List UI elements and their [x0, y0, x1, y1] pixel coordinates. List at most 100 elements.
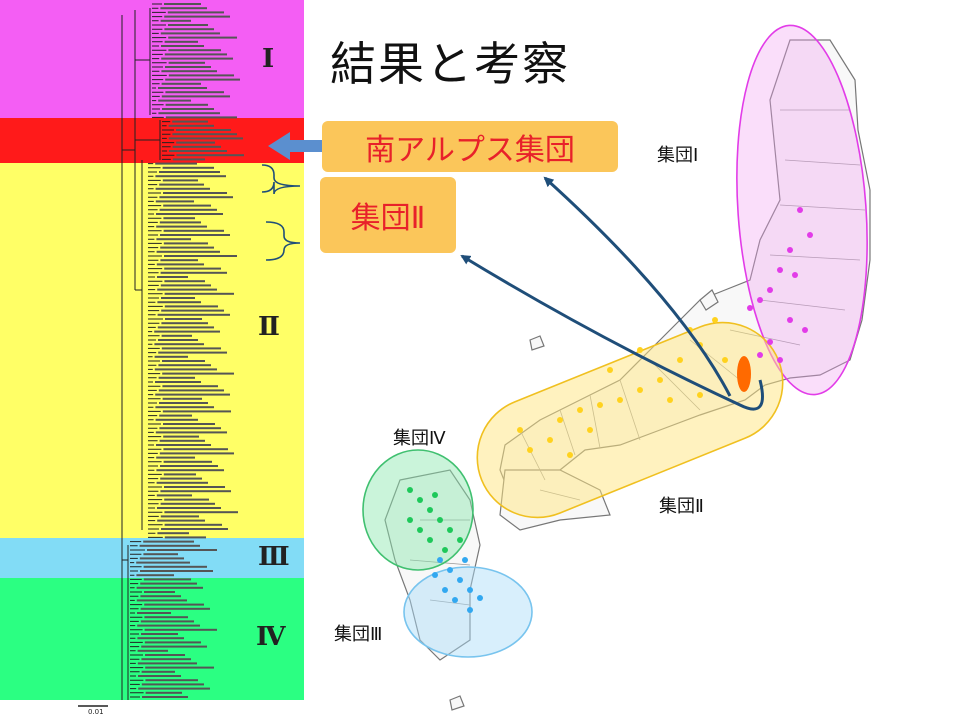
- tree-leaf-label: [154, 355, 188, 358]
- tree-leaf-label: [154, 368, 217, 371]
- sample-dot: [407, 517, 413, 523]
- tree-leaf-label: [138, 675, 181, 677]
- tree-leaf-label: [168, 61, 205, 64]
- tree-leaf-label: [156, 250, 220, 253]
- tree-leaf-label: [155, 393, 230, 396]
- tree-leaf-label: [158, 112, 220, 115]
- callout-southern-alps: 南アルプス集団: [322, 121, 618, 172]
- tree-leaf-label: [164, 511, 238, 514]
- tree-leaf-label: [158, 87, 207, 89]
- tree-leaf-label: [161, 95, 230, 98]
- tree-leaf-label: [140, 607, 210, 610]
- arrow-to-southern-alps: [543, 176, 732, 397]
- sample-dot: [442, 547, 448, 553]
- tree-leaf-label: [164, 305, 218, 308]
- tree-leaf-label: [158, 364, 211, 367]
- tree-leaf-label: [163, 192, 227, 194]
- tree-leaf-label: [136, 561, 190, 564]
- map-label-group-1: 集団Ⅰ: [657, 145, 699, 166]
- tree-label-group-2: Ⅱ: [258, 312, 280, 342]
- tree-leaf-label: [156, 238, 191, 241]
- sample-dot: [547, 437, 553, 443]
- tree-leaf-label: [159, 427, 221, 430]
- sample-dot: [577, 407, 583, 413]
- tree-leaf-labels: [136, 3, 244, 698]
- sample-dot: [427, 537, 433, 543]
- sample-dot: [787, 317, 793, 323]
- tree-leaf-label: [157, 276, 188, 278]
- tree-leaf-label: [155, 162, 197, 165]
- tree-leaf-label: [161, 45, 204, 47]
- tree-leaf-label: [163, 435, 199, 438]
- tree-leaf-label: [162, 108, 214, 110]
- tree-leaf-label: [162, 397, 202, 400]
- tree-leaf-label: [160, 477, 202, 480]
- tree-leaf-label: [156, 225, 207, 228]
- sample-dot: [697, 392, 703, 398]
- sample-dot: [437, 517, 443, 523]
- tree-leaf-label: [168, 36, 237, 39]
- tree-leaf-label: [160, 259, 198, 262]
- tree-leaf-label: [155, 175, 226, 178]
- tree-leaf-label: [156, 469, 224, 472]
- tree-leaf-label: [158, 389, 224, 392]
- pointer-arrow: [268, 132, 330, 160]
- sample-dot: [767, 287, 773, 293]
- arrow-to-group-2: [460, 254, 764, 411]
- tree-leaf-label: [161, 82, 201, 85]
- sample-dot: [457, 577, 463, 583]
- yakushima: [449, 695, 465, 711]
- tree-leaf-label: [143, 553, 178, 556]
- tree-band-group-2: [0, 163, 304, 538]
- tree-leaf-label: [165, 116, 237, 119]
- sample-dot: [597, 402, 603, 408]
- tree-leaf-label: [164, 267, 221, 270]
- tree-leaf-label: [147, 549, 217, 551]
- tree-leaf-label: [155, 418, 198, 421]
- tree-leaf-label: [157, 288, 217, 291]
- tree-leaf-label: [168, 24, 208, 26]
- sample-dot: [792, 272, 798, 278]
- tree-leaf-label: [141, 633, 178, 635]
- sample-dot: [777, 357, 783, 363]
- sample-dot: [802, 327, 808, 333]
- tree-leaf-label: [136, 599, 187, 602]
- tree-leaf-label: [160, 515, 199, 518]
- tree-leaf-label: [168, 137, 243, 140]
- sample-dot: [797, 207, 803, 213]
- tree-leaf-label: [155, 187, 210, 190]
- callout-group-2: 集団Ⅱ: [320, 177, 456, 253]
- tree-leaf-label: [176, 154, 244, 157]
- map-label-group-3: 集団Ⅲ: [334, 624, 383, 645]
- tree-leaf-label: [163, 242, 208, 245]
- tree-leaf-label: [163, 229, 224, 232]
- sample-dot: [467, 607, 473, 613]
- tree-leaf-label: [155, 200, 194, 203]
- tree-leaf-label: [160, 271, 227, 274]
- tree-leaf-label: [159, 208, 217, 211]
- sample-dot: [787, 247, 793, 253]
- sample-dot: [587, 427, 593, 433]
- tree-leaf-label: [162, 372, 234, 375]
- sample-dot: [617, 397, 623, 403]
- tree-leaf-label: [160, 19, 191, 22]
- tree-leaf-label: [136, 586, 203, 589]
- sample-dot: [457, 537, 463, 543]
- tree-leaf-label: [164, 40, 198, 43]
- sample-dot: [637, 387, 643, 393]
- sample-dot: [407, 487, 413, 493]
- tree-leaf-label: [161, 528, 228, 530]
- tree-leaf-label: [160, 7, 207, 10]
- tree-leaf-label: [164, 536, 206, 539]
- tree-leaf-label: [169, 150, 227, 152]
- tree-leaf-label: [141, 658, 191, 661]
- tree-leaf-label: [159, 171, 220, 173]
- tree-trunk: [121, 8, 161, 700]
- bracket-upper: [261, 164, 301, 195]
- tree-leaf-label: [172, 145, 221, 148]
- tree-leaf-label: [156, 456, 195, 459]
- tree-leaf-label: [165, 91, 224, 94]
- tree-leaf-label: [139, 544, 200, 547]
- sample-dot: [417, 497, 423, 503]
- sado-island: [699, 289, 719, 311]
